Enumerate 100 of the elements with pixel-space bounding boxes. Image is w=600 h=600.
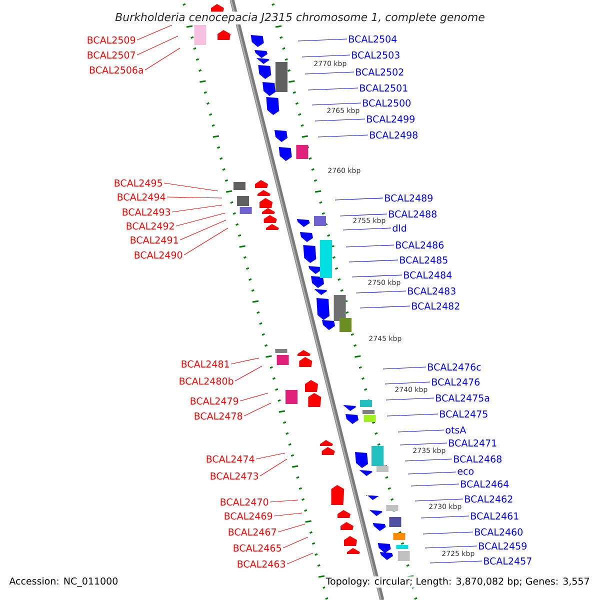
leader-line xyxy=(144,48,180,70)
gene-label: BCAL2460 xyxy=(475,528,523,536)
leader-line xyxy=(234,366,262,382)
leader-line xyxy=(424,546,478,548)
gene-label: BCAL2486 xyxy=(396,241,444,249)
gene-label: BCAL2495 xyxy=(114,179,162,187)
gene-label: BCAL2500 xyxy=(363,99,411,107)
leader-line xyxy=(342,228,392,230)
leader-line xyxy=(420,516,470,518)
gene-label: BCAL2490 xyxy=(134,251,182,259)
gene-label: BCAL2474 xyxy=(206,455,254,463)
gene-label: BCAL2502 xyxy=(356,68,404,76)
gene-label: BCAL2499 xyxy=(367,115,414,123)
gene-label: BCAL2489 xyxy=(385,194,432,202)
leader-line xyxy=(136,24,172,40)
leader-line xyxy=(384,382,430,384)
leader-line xyxy=(334,198,384,200)
leader-line xyxy=(308,88,358,90)
gene-label: BCAL2484 xyxy=(404,271,452,279)
gene-label: dld xyxy=(392,224,406,232)
gene-label: BCAL2498 xyxy=(370,131,418,139)
gene-label: BCAL2494 xyxy=(118,193,166,201)
leader-line xyxy=(260,458,288,476)
gene-label: BCAL2501 xyxy=(360,84,408,92)
leader-line xyxy=(172,204,222,212)
title: Burkholderia cenocepacia J2315 chromosome 1, complete genome xyxy=(114,12,486,24)
leader-line xyxy=(356,290,406,294)
leader-line xyxy=(298,38,348,42)
leader-line xyxy=(386,414,438,416)
leader-line xyxy=(348,260,398,262)
leader-line xyxy=(410,484,460,486)
gene-label: BCAL2507 xyxy=(88,51,135,59)
gene-label: BCAL2467 xyxy=(228,528,276,536)
leader-line xyxy=(164,182,218,192)
gene-label: BCAL2470 xyxy=(220,498,268,506)
leader-line xyxy=(340,214,388,216)
leader-line xyxy=(408,472,456,474)
gene-label: BCAL2488 xyxy=(389,210,436,218)
gene-label: BCAL2482 xyxy=(412,302,460,310)
gene-label: BCAL2503 xyxy=(352,51,400,59)
leader-line xyxy=(430,560,482,564)
leader-line xyxy=(302,54,350,58)
leader-line xyxy=(360,306,410,308)
gene-label: BCAL2476 xyxy=(432,378,480,386)
gene-label: BCAL2469 xyxy=(224,512,272,520)
leader-line xyxy=(176,212,226,226)
leader-line xyxy=(256,452,286,460)
gene-label: BCAL2473 xyxy=(210,472,258,480)
gene-label: eco xyxy=(458,469,474,475)
leader-line xyxy=(278,524,306,532)
gene-label: BCAL2504 xyxy=(349,35,397,43)
leader-line xyxy=(304,72,354,74)
leader-line xyxy=(422,532,474,534)
gene-label: BCAL2475 xyxy=(440,410,488,418)
gene-label: BCAL2483 xyxy=(408,287,456,295)
leader-line xyxy=(274,512,302,516)
gene-label: BCAL2459 xyxy=(479,542,526,550)
gene-label: BCAL2464 xyxy=(461,480,509,488)
leader-line xyxy=(240,392,268,402)
leader-line xyxy=(136,36,178,56)
leader-line xyxy=(404,458,452,462)
gene-label: BCAL2461 xyxy=(471,512,518,520)
leader-line xyxy=(352,274,402,278)
accession-text: Accession: NC_011000 xyxy=(8,576,120,588)
gene-label: BCAL2480b xyxy=(180,377,234,385)
leader-line xyxy=(382,366,426,370)
gene-label: BCAL2465 xyxy=(234,544,281,552)
gene-label: BCAL2509 xyxy=(88,36,136,44)
leader-line xyxy=(398,430,444,432)
leader-line xyxy=(414,498,464,502)
gene-label: BCAL2471 xyxy=(449,439,496,447)
leader-line xyxy=(230,358,260,364)
gene-label: BCAL2481 xyxy=(182,360,229,368)
leader-line xyxy=(180,220,226,240)
leader-line xyxy=(286,552,314,564)
gene-label: BCAL2457 xyxy=(484,557,532,565)
gene-label: BCAL2476c xyxy=(428,363,481,371)
leader-line xyxy=(184,228,228,256)
leader-line xyxy=(346,244,394,248)
gene-label: BCAL2462 xyxy=(465,495,512,503)
gene-label: BCAL2463 xyxy=(238,560,286,568)
gene-label: BCAL2492 xyxy=(126,222,174,230)
gene-label: BCAL2479 xyxy=(190,397,238,405)
genome-info-text: Topology: circular; Length: 3,870,082 bp; Genes: 3,557 xyxy=(324,576,591,588)
gene-label: BCAL2493 xyxy=(122,208,170,216)
gene-label: BCAL2506a xyxy=(90,66,143,74)
gene-label: BCAL2475a xyxy=(436,394,490,402)
gene-label: BCAL2491 xyxy=(130,236,178,244)
leader-line xyxy=(270,500,298,502)
gene-label: BCAL2468 xyxy=(454,455,502,463)
gene-label: otsA xyxy=(446,426,466,434)
leader-line xyxy=(166,196,222,198)
gene-label: BCAL2478 xyxy=(194,412,242,420)
leader-line xyxy=(314,118,366,122)
leader-line xyxy=(400,442,448,446)
leader-line xyxy=(282,536,308,548)
leader-line xyxy=(312,102,362,106)
gene-label: BCAL2485 xyxy=(400,256,448,264)
leader-line xyxy=(386,398,434,400)
leader-line xyxy=(318,134,368,138)
